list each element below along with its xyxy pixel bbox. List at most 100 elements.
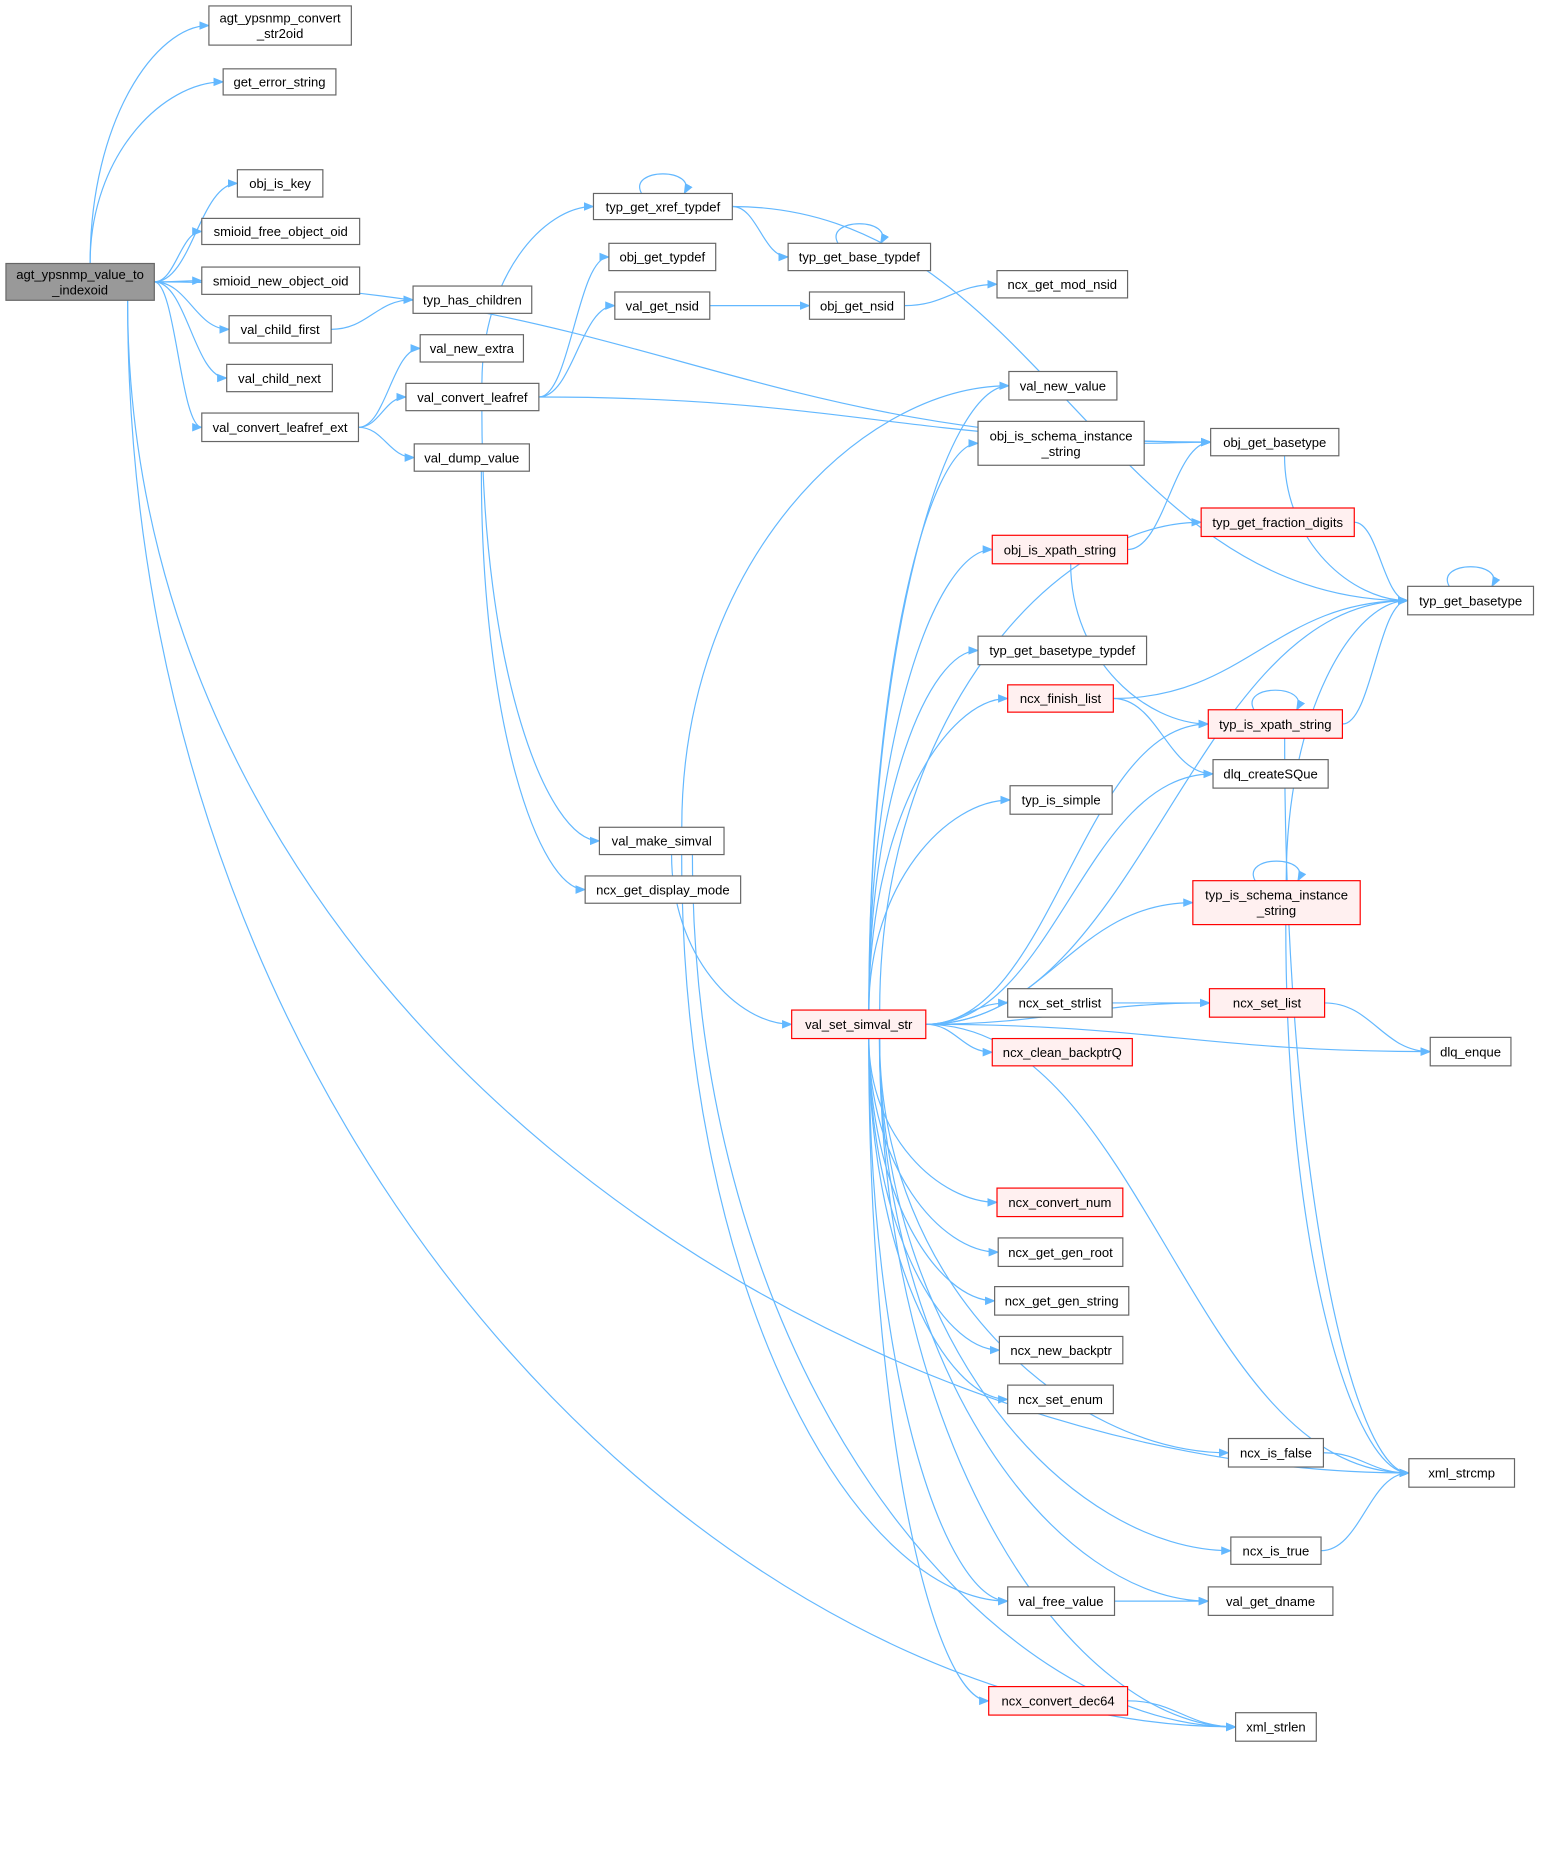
node-box — [1007, 1586, 1116, 1616]
node-ncx-convert-dec64[interactable]: ncx_convert_dec64 — [988, 1685, 1129, 1716]
node-box — [592, 192, 733, 221]
edge-val-set-simval-str-to-typ-get-basetype-typdef — [868, 646, 980, 1011]
node-val-dump-value[interactable]: val_dump_value — [413, 443, 530, 472]
edge-val-convert-leafref-ext-to-val-new-extra — [358, 344, 422, 428]
node-val-convert-leafref[interactable]: val_convert_leafref — [405, 382, 540, 412]
node-typ-has-children[interactable]: typ_has_children — [412, 285, 533, 314]
node-typ-get-base-typdef[interactable]: typ_get_base_typdef — [787, 242, 932, 272]
node-typ-is-simple[interactable]: typ_is_simple — [1009, 785, 1113, 815]
node-obj-is-key[interactable]: obj_is_key — [236, 169, 324, 198]
node-box — [228, 315, 332, 344]
node-obj-get-typdef[interactable]: obj_get_typdef — [608, 242, 717, 272]
node-val-get-dname[interactable]: val_get_dname — [1207, 1586, 1334, 1616]
edge-val-make-simval-to-val-free-value — [681, 854, 1009, 1606]
edge-val-set-simval-str-to-obj-is-xpath-string — [868, 545, 994, 1011]
node-box — [614, 291, 711, 320]
edge-typ-is-schema-instance-string-to-typ-is-schema-instance-string — [1252, 860, 1307, 882]
node-val-free-value[interactable]: val_free_value — [1007, 1586, 1116, 1616]
node-ncx-get-display-mode[interactable]: ncx_get_display_mode — [584, 875, 742, 904]
node-typ-get-basetype-typdef[interactable]: typ_get_basetype_typdef — [977, 635, 1148, 666]
node-box — [997, 1237, 1124, 1268]
node-label: _str2oid — [256, 26, 303, 41]
node-box — [608, 242, 717, 272]
node-ncx-set-strlist[interactable]: ncx_set_strlist — [1007, 988, 1113, 1018]
node-root[interactable]: agt_ypsnmp_value_to_indexoid — [5, 262, 155, 301]
node-label: ncx_set_enum — [1018, 1392, 1103, 1407]
edge-obj-get-basetype-to-typ-get-basetype — [1283, 455, 1409, 605]
node-box — [808, 291, 906, 320]
node-get-error-string[interactable]: get_error_string — [222, 68, 337, 96]
node-xml-strcmp[interactable]: xml_strcmp — [1408, 1458, 1516, 1488]
node-obj-get-basetype[interactable]: obj_get_basetype — [1210, 427, 1340, 457]
edge-root-to-smioid-free-object-oid — [154, 227, 203, 283]
node-box — [405, 382, 540, 412]
node-obj-is-schema-instance-string[interactable]: obj_is_schema_instance_string — [977, 420, 1145, 466]
edges-layer — [89, 21, 1501, 1732]
node-box — [1210, 427, 1340, 457]
node-ncx-set-enum[interactable]: ncx_set_enum — [1007, 1384, 1114, 1415]
edge-val-convert-leafref-to-val-get-nsid — [538, 301, 616, 398]
node-box — [991, 1037, 1133, 1067]
node-box — [412, 285, 533, 314]
node-ncx-clean-backptrq[interactable]: ncx_clean_backptrQ — [991, 1037, 1133, 1067]
edge-val-set-simval-str-to-xml-strlen — [879, 1038, 1237, 1732]
node-typ-is-xpath-string[interactable]: typ_is_xpath_string — [1207, 709, 1343, 739]
node-val-get-nsid[interactable]: val_get_nsid — [614, 291, 711, 320]
node-label: _string — [1041, 444, 1081, 459]
node-ncx-set-list[interactable]: ncx_set_list — [1208, 988, 1326, 1018]
node-label: obj_get_basetype — [1223, 435, 1326, 450]
node-obj-is-xpath-string[interactable]: obj_is_xpath_string — [991, 534, 1129, 565]
node-label: val_new_value — [1020, 378, 1106, 393]
node-val-convert-leafref-ext[interactable]: val_convert_leafref_ext — [201, 412, 360, 443]
node-obj-get-nsid[interactable]: obj_get_nsid — [808, 291, 906, 320]
node-label: val_free_value — [1019, 1594, 1104, 1609]
edge-val-set-simval-str-to-ncx-get-gen-root — [868, 1038, 1000, 1257]
node-label: obj_get_nsid — [820, 298, 894, 313]
node-val-child-first[interactable]: val_child_first — [228, 315, 332, 344]
node-label: val_convert_leafref_ext — [213, 420, 348, 435]
edge-val-convert-leafref-to-obj-get-typdef — [538, 252, 610, 398]
edge-typ-is-xpath-string-to-xml-strcmp — [1284, 738, 1410, 1478]
node-ncx-get-gen-root[interactable]: ncx_get_gen_root — [997, 1237, 1124, 1268]
node-ncx-new-backptr[interactable]: ncx_new_backptr — [998, 1335, 1124, 1365]
node-box — [1007, 988, 1113, 1018]
node-val-new-extra[interactable]: val_new_extra — [419, 334, 525, 363]
node-box — [598, 826, 725, 856]
node-ncx-is-true[interactable]: ncx_is_true — [1230, 1536, 1322, 1565]
node-dlq-createsque[interactable]: dlq_createSQue — [1212, 759, 1329, 789]
node-val-set-simval-str[interactable]: val_set_simval_str — [791, 1009, 927, 1040]
node-smioid-free-object-oid[interactable]: smioid_free_object_oid — [201, 217, 361, 246]
node-box — [1200, 507, 1355, 538]
node-label: val_convert_leafref — [417, 390, 528, 405]
node-val-new-value[interactable]: val_new_value — [1008, 370, 1118, 401]
node-ncx-convert-num[interactable]: ncx_convert_num — [996, 1187, 1124, 1218]
node-box — [787, 242, 932, 272]
node-box — [791, 1009, 927, 1040]
node-label: dlq_createSQue — [1223, 767, 1317, 782]
node-box — [222, 68, 337, 96]
node-ncx-is-false[interactable]: ncx_is_false — [1227, 1437, 1325, 1468]
node-typ-get-fraction-digits[interactable]: typ_get_fraction_digits — [1200, 507, 1355, 538]
node-box — [1192, 880, 1361, 926]
node-ncx-get-gen-string[interactable]: ncx_get_gen_string — [994, 1286, 1130, 1316]
node-agt-ypsnmp-convert-str2oid[interactable]: agt_ypsnmp_convert_str2oid — [208, 5, 352, 46]
edge-ncx-finish-list-to-dlq-createsque — [1113, 697, 1215, 779]
node-val-make-simval[interactable]: val_make_simval — [598, 826, 725, 856]
edge-val-set-simval-str-to-ncx-set-strlist — [925, 998, 1009, 1025]
node-label: val_get_nsid — [626, 298, 699, 313]
node-xml-strlen[interactable]: xml_strlen — [1234, 1712, 1317, 1742]
node-typ-get-basetype[interactable]: typ_get_basetype — [1407, 585, 1535, 616]
node-val-child-next[interactable]: val_child_next — [226, 363, 333, 393]
node-ncx-finish-list[interactable]: ncx_finish_list — [1007, 684, 1114, 713]
node-label: typ_get_basetype — [1419, 593, 1522, 608]
node-smioid-new-object-oid[interactable]: smioid_new_object_oid — [201, 266, 361, 295]
node-box — [201, 217, 361, 246]
node-typ-get-xref-typdef[interactable]: typ_get_xref_typdef — [592, 192, 733, 221]
edge-val-set-simval-str-to-val-get-dname — [878, 1038, 1210, 1606]
node-typ-is-schema-instance-string[interactable]: typ_is_schema_instance_string — [1192, 880, 1361, 926]
node-dlq-enque[interactable]: dlq_enque — [1429, 1036, 1512, 1067]
node-box — [998, 1335, 1124, 1365]
node-ncx-get-mod-nsid[interactable]: ncx_get_mod_nsid — [996, 270, 1129, 299]
node-box — [5, 262, 155, 301]
edge-obj-is-xpath-string-to-typ-is-xpath-string — [1070, 563, 1210, 729]
